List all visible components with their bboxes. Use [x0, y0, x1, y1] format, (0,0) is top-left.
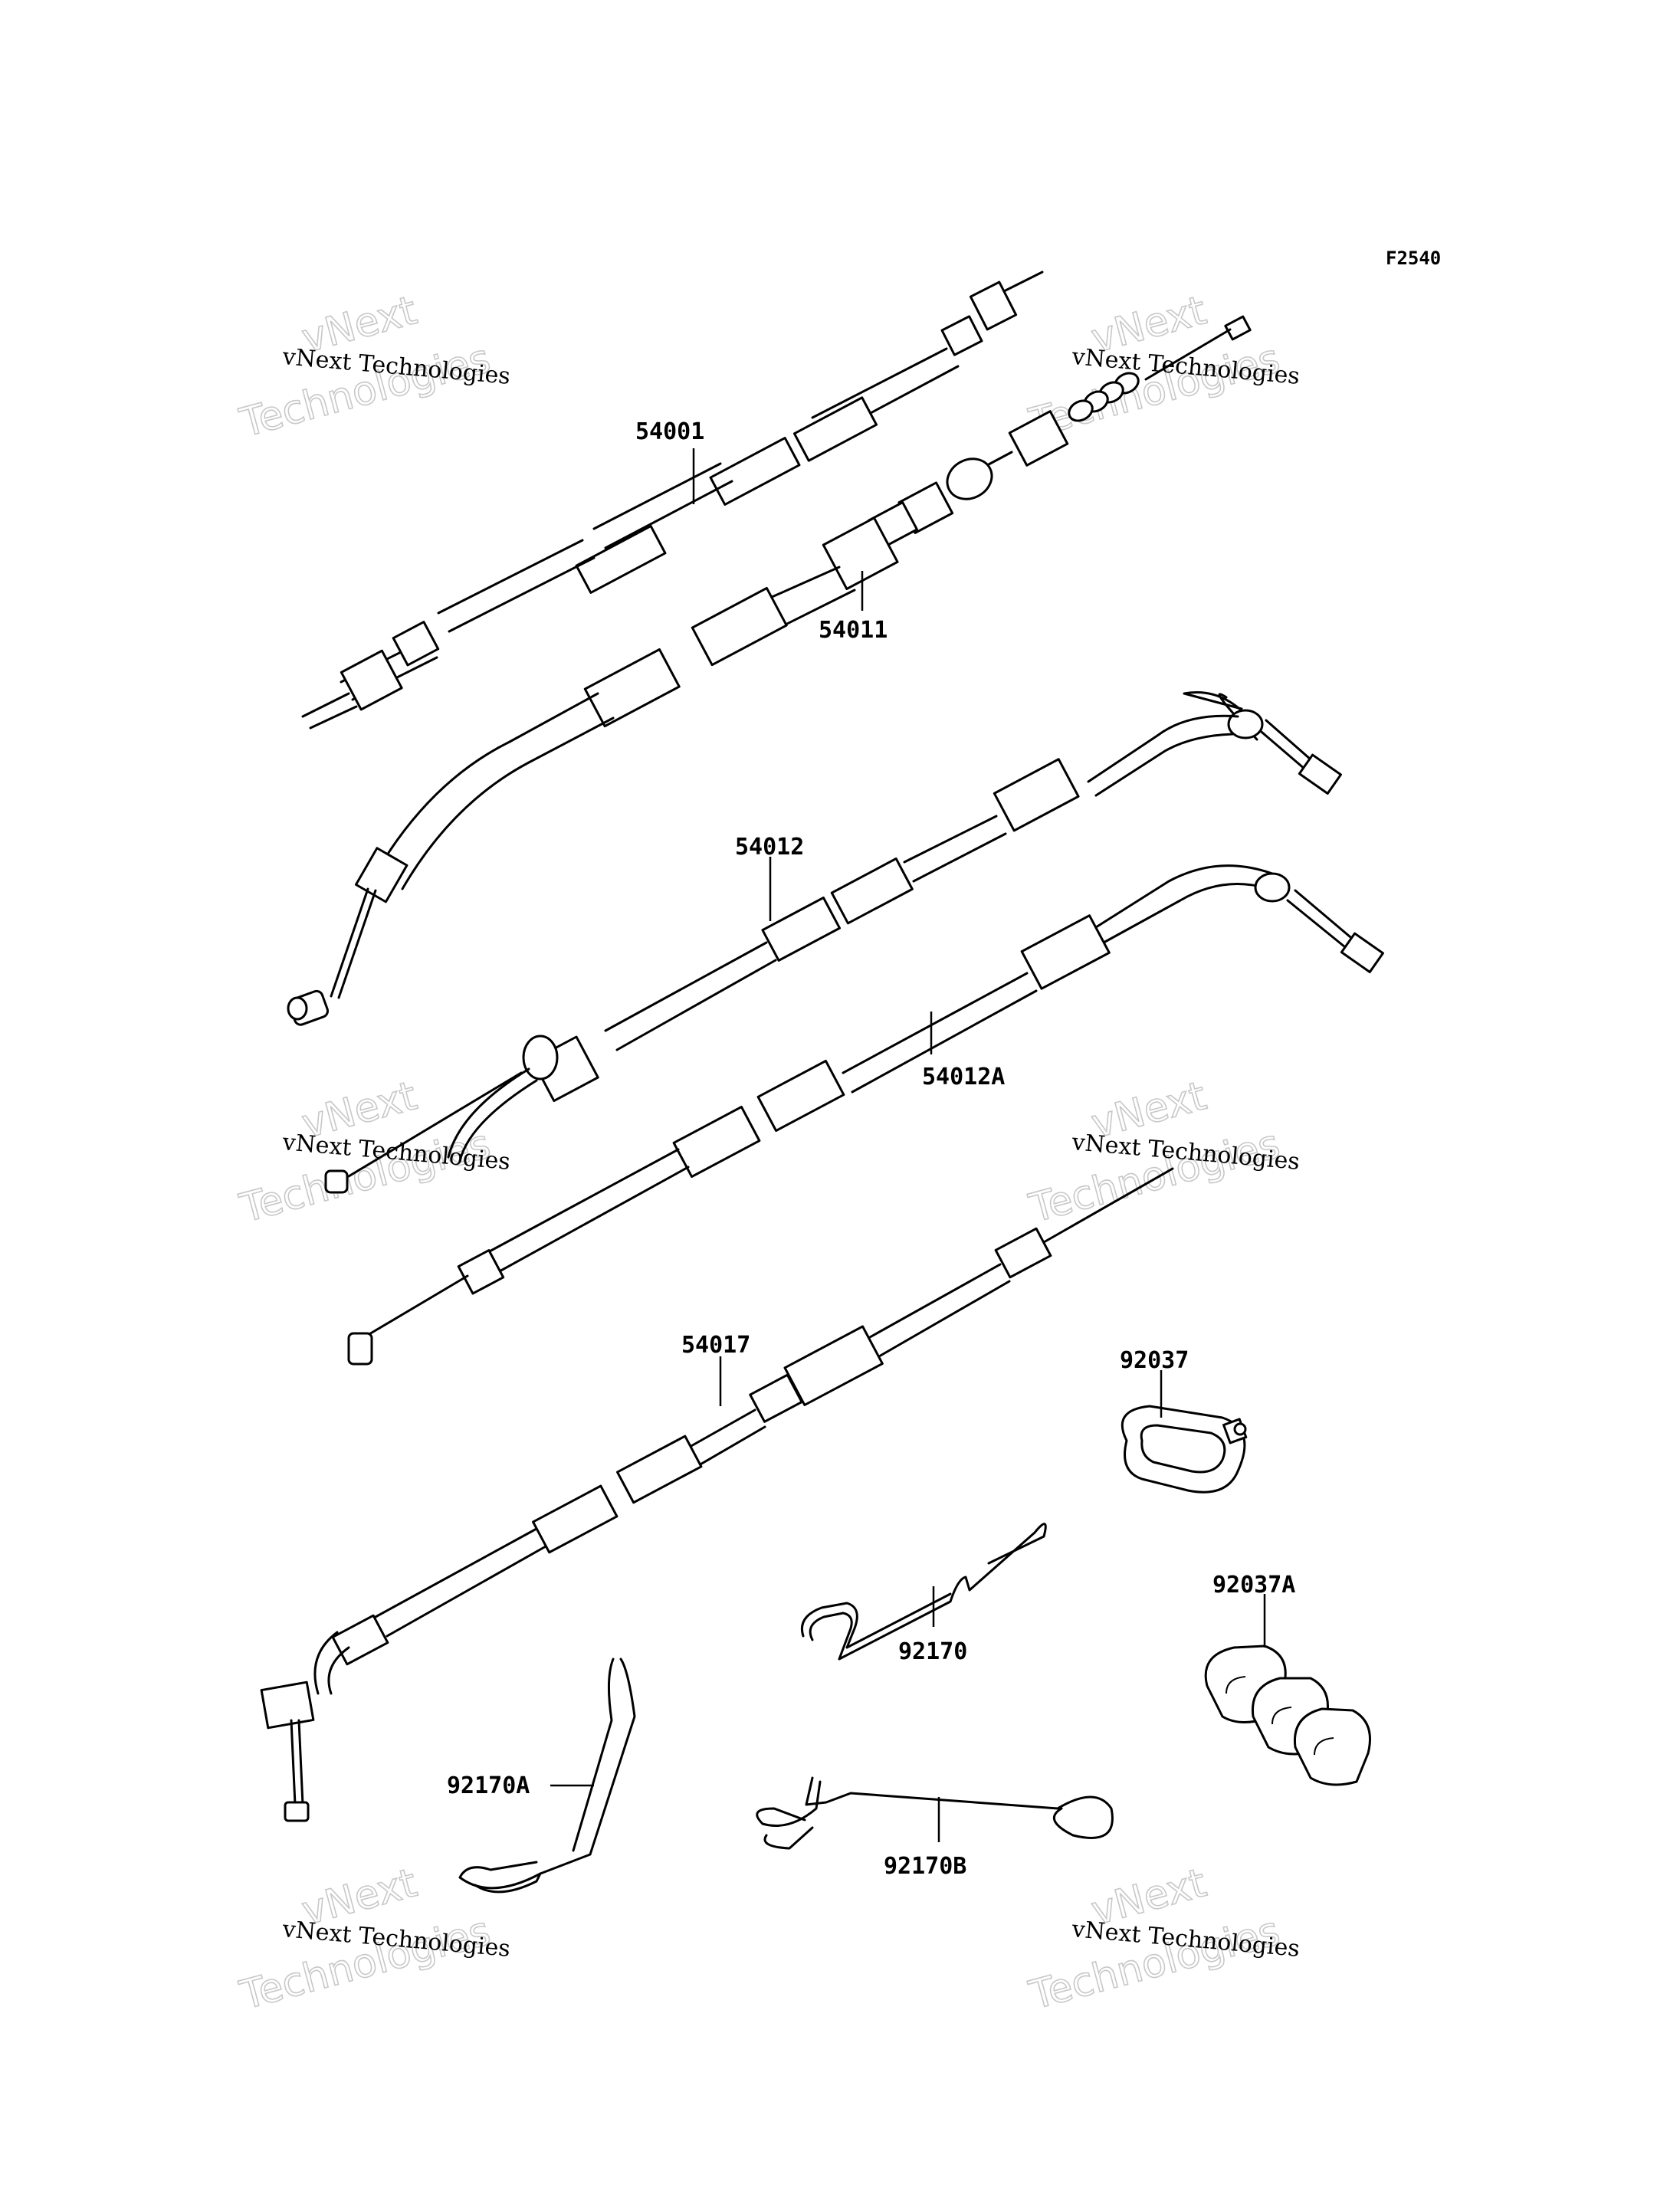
cable-54012-drawing — [324, 691, 1342, 1194]
part-number-54012a: 54012A — [922, 1064, 1005, 1090]
watermark-middle-right: vNext Technologies vNext Technologies — [1024, 1072, 1301, 1232]
watermark-top-right: vNext Technologies vNext Technologies — [1024, 287, 1301, 447]
part-number-92037a: 92037A — [1212, 1572, 1295, 1599]
speedometer-cable-drawing — [301, 271, 1044, 730]
clamp-92170b-drawing — [756, 1776, 1114, 1850]
clamp-92037a-drawing — [1204, 1644, 1371, 1786]
cable-54017-drawing — [260, 1167, 1174, 1822]
clamp-92170a-drawing — [458, 1658, 636, 1894]
watermark-top-left: vNext Technologies vNext Technologies — [235, 287, 511, 447]
part-number-54011: 54011 — [819, 617, 888, 644]
figure-code: F2540 — [1386, 248, 1441, 269]
part-number-54001: 54001 — [635, 418, 704, 445]
cable-54012a-drawing — [347, 864, 1384, 1366]
part-number-92170a: 92170A — [447, 1772, 530, 1799]
throttle-cable-drawing — [287, 315, 1252, 1026]
part-number-92170b: 92170B — [884, 1853, 966, 1880]
part-number-92170: 92170 — [898, 1638, 967, 1665]
part-number-92037: 92037 — [1120, 1347, 1189, 1374]
part-number-54012: 54012 — [735, 834, 804, 861]
watermark-middle-left: vNext Technologies vNext Technologies — [235, 1072, 511, 1232]
part-number-54017: 54017 — [681, 1332, 750, 1359]
clamp-92170-drawing — [801, 1523, 1047, 1661]
watermark-bottom-right: vNext Technologies vNext Technologies — [1024, 1859, 1301, 2019]
grommet-92037-drawing — [1121, 1405, 1248, 1494]
